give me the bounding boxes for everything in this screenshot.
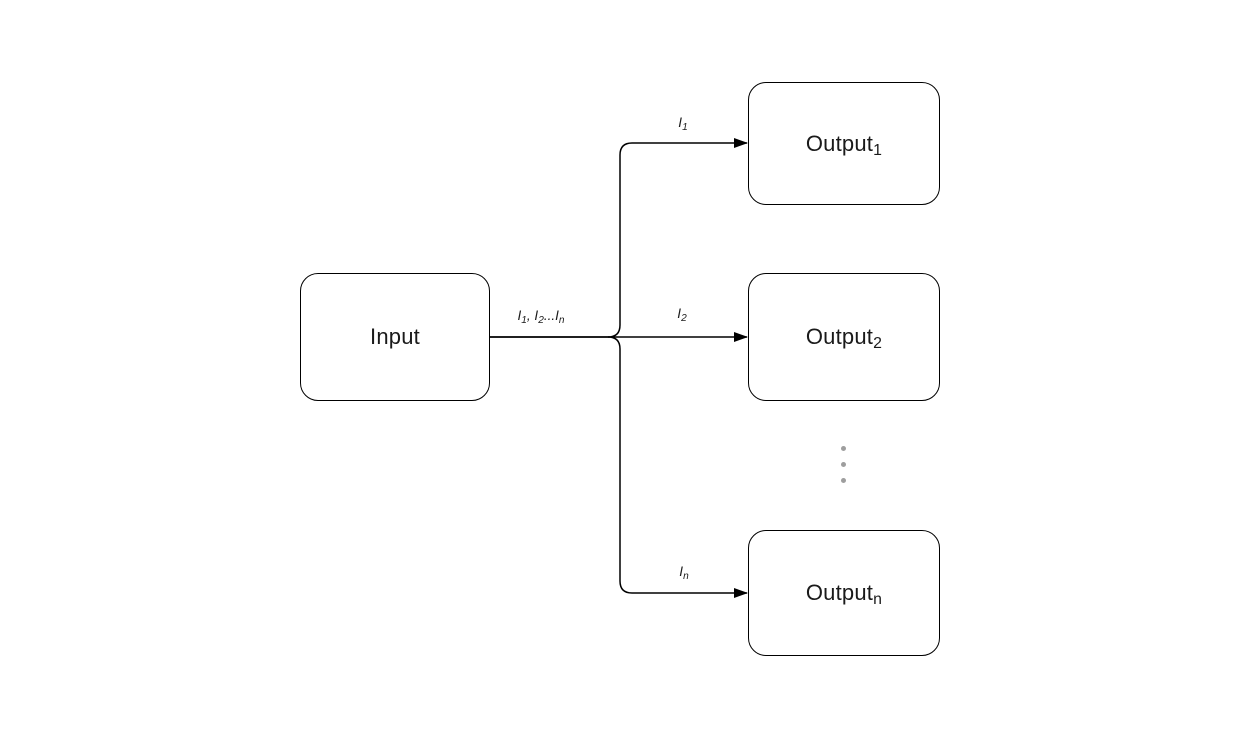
- edge-label-i2: I2: [677, 306, 687, 325]
- node-output-2-subscript: 2: [873, 334, 883, 352]
- node-output-1: Output1: [748, 82, 940, 205]
- node-output-n-label: Outputn: [805, 580, 883, 608]
- node-output-2-label: Output2: [805, 324, 883, 352]
- node-output-n: Outputn: [748, 530, 940, 656]
- edge-label-trunk: I1, I2...In: [517, 308, 565, 327]
- edge-label-i1: I1: [678, 115, 688, 134]
- ellipsis-dot: [841, 446, 846, 451]
- ellipsis-dot: [841, 462, 846, 467]
- node-input: Input: [300, 273, 490, 401]
- node-output-n-subscript: n: [873, 590, 883, 608]
- node-input-label: Input: [370, 324, 420, 349]
- edge-label-in: In: [679, 564, 689, 583]
- connector-input-to-outputn: [607, 336, 748, 598]
- node-output-1-label: Output1: [805, 130, 883, 159]
- node-output-1-subscript: 1: [873, 141, 883, 159]
- ellipsis-dot: [841, 478, 846, 483]
- node-output-2: Output2: [748, 273, 940, 401]
